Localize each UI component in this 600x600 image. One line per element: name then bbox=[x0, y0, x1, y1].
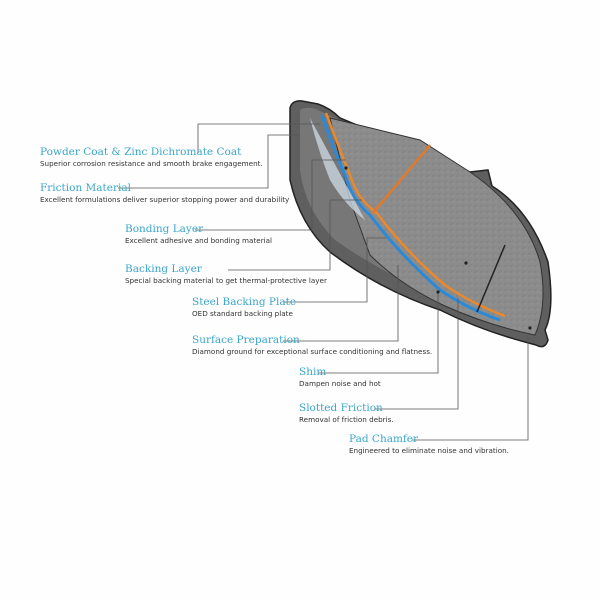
label-title: Slotted Friction bbox=[299, 402, 383, 414]
label-description: Dampen noise and hot bbox=[299, 379, 381, 388]
label-title: Pad Chamfer bbox=[349, 433, 419, 445]
label-description: Special backing material to get thermal-… bbox=[125, 276, 327, 285]
label-description: Removal of friction debris. bbox=[299, 415, 394, 424]
label-slotted-friction: Slotted Friction Removal of friction deb… bbox=[299, 402, 394, 425]
label-title: Bonding Layer bbox=[125, 223, 204, 235]
label-description: Excellent adhesive and bonding material bbox=[125, 236, 273, 245]
label-bonding-layer: Bonding Layer Excellent adhesive and bon… bbox=[125, 223, 272, 246]
label-backing-layer: Backing Layer Special backing material t… bbox=[125, 263, 327, 286]
label-title: Backing Layer bbox=[125, 263, 202, 275]
label-description: Engineered to eliminate noise and vibrat… bbox=[349, 446, 509, 455]
label-title: Friction Material bbox=[40, 182, 131, 194]
label-surface-preparation: Surface Preparation Diamond ground for e… bbox=[192, 334, 432, 357]
label-pad-chamfer: Pad Chamfer Engineered to eliminate nois… bbox=[349, 433, 509, 456]
label-friction-material: Friction Material Excellent formulations… bbox=[40, 182, 289, 205]
label-powder-coat: Powder Coat & Zinc Dichromate Coat Super… bbox=[40, 146, 263, 169]
leader-lines bbox=[118, 123, 529, 441]
label-description: Excellent formulations deliver superior … bbox=[40, 195, 290, 204]
label-description: Superior corrosion resistance and smooth… bbox=[40, 159, 263, 168]
label-title: Steel Backing Plate bbox=[192, 296, 297, 308]
label-title: Shim bbox=[299, 366, 327, 378]
friction-material-shape bbox=[329, 117, 544, 336]
label-title: Surface Preparation bbox=[192, 334, 300, 346]
label-description: Diamond ground for exceptional surface c… bbox=[192, 347, 433, 356]
label-steel-backing-plate: Steel Backing Plate OED standard backing… bbox=[192, 296, 296, 319]
label-title: Powder Coat & Zinc Dichromate Coat bbox=[40, 146, 242, 158]
label-shim: Shim Dampen noise and hot bbox=[299, 366, 381, 389]
label-description: OED standard backing plate bbox=[192, 309, 293, 318]
